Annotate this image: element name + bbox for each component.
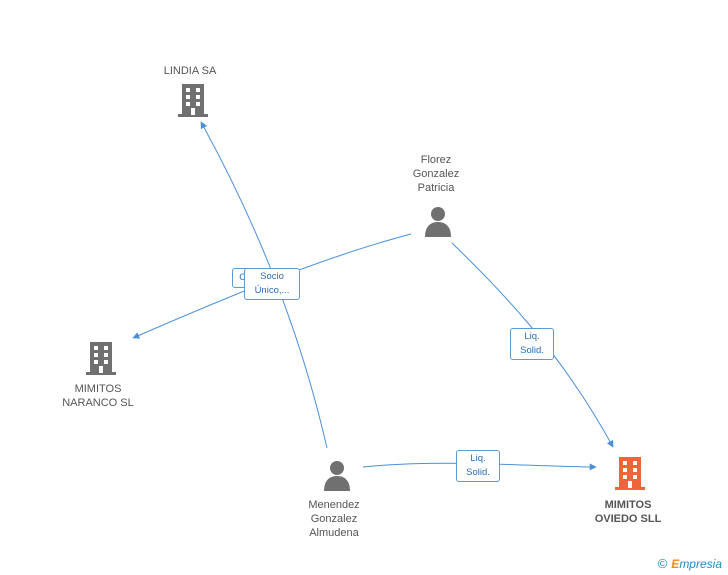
node-label: LINDIA SA: [163, 65, 217, 77]
edge-label-liq-solid[interactable]: Liq. Solid.: [510, 328, 554, 360]
copyright-icon: ©: [657, 556, 668, 571]
building-icon-highlighted[interactable]: [615, 457, 645, 490]
edge-label-socio-unico[interactable]: Socio Único,...: [244, 268, 300, 300]
node-label: MIMITOS NARANCO SL: [62, 383, 134, 409]
node-florez-gonzalez-patricia[interactable]: Florez Gonzalez Patricia: [386, 153, 486, 195]
node-label: Menendez Gonzalez Almudena: [308, 499, 360, 539]
person-icon[interactable]: [324, 461, 350, 491]
node-mimitos-oviedo[interactable]: MIMITOS OVIEDO SLL: [578, 498, 678, 526]
empresia-logo: ©Empresia: [658, 556, 722, 571]
person-icon[interactable]: [425, 207, 451, 237]
building-icon[interactable]: [86, 342, 116, 375]
edge-label-liq-solid[interactable]: Liq. Solid.: [456, 450, 500, 482]
brand-initial: E: [671, 557, 680, 571]
node-label: MIMITOS OVIEDO SLL: [594, 499, 662, 525]
node-label: Florez Gonzalez Patricia: [412, 154, 460, 194]
node-menendez-gonzalez-almudena[interactable]: Menendez Gonzalez Almudena: [284, 498, 384, 540]
building-icon[interactable]: [178, 84, 208, 117]
brand-name: mpresia: [679, 557, 722, 571]
edge-florez-oviedo: [451, 242, 614, 448]
node-lindia-sa[interactable]: LINDIA SA: [140, 64, 240, 78]
node-mimitos-naranco[interactable]: MIMITOS NARANCO SL: [48, 382, 148, 410]
